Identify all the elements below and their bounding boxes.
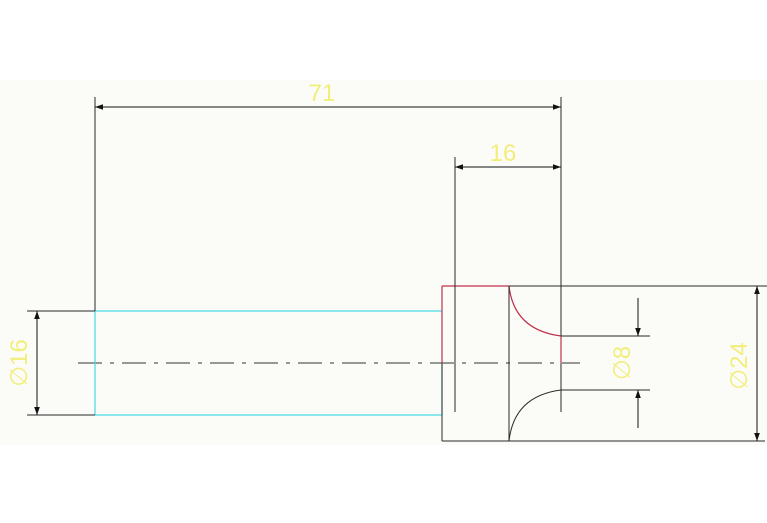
section-outline xyxy=(441,285,562,363)
dimension-lines xyxy=(34,104,760,441)
dim-text-shaft-diameter: ∅16 xyxy=(6,339,33,387)
head-outline xyxy=(441,286,765,442)
dim-text-head-diameter: ∅24 xyxy=(726,342,753,390)
drawing-background xyxy=(0,80,767,445)
dim-text-neck-diameter: ∅8 xyxy=(609,346,636,380)
dim-text-overall-length: 71 xyxy=(309,80,336,107)
dim-text-head-length: 16 xyxy=(490,140,517,167)
